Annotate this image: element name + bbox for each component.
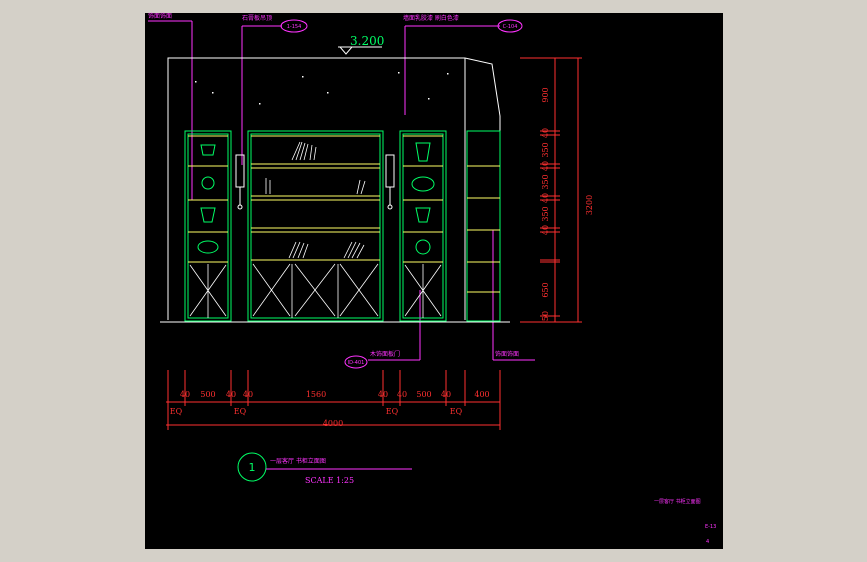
- svg-text:40: 40: [243, 390, 253, 399]
- svg-text:1-154: 1-154: [287, 24, 302, 30]
- svg-text:ID-401: ID-401: [348, 360, 365, 366]
- horizontal-dim-labels: 40 500 40 40 1560 40 40 500 40 400 EQ EQ…: [170, 390, 490, 428]
- cabinet-right: [399, 130, 447, 322]
- svg-text:500: 500: [200, 390, 215, 399]
- callout-1: 1-154: [280, 19, 308, 33]
- callout-3: ID-401: [344, 355, 368, 369]
- sheet-note: 一层客厅 书柜立面图 E-13 4: [654, 498, 716, 545]
- cabinet-side: [466, 130, 501, 322]
- svg-text:40: 40: [397, 390, 407, 399]
- svg-text:E-13: E-13: [705, 524, 716, 530]
- title-block: 1 一层客厅 书柜立面图 SCALE 1:25: [237, 452, 412, 485]
- title-scale: SCALE 1:25: [305, 476, 354, 485]
- drawing-sheet[interactable]: [145, 13, 723, 549]
- svg-text:900: 900: [541, 87, 550, 102]
- ceiling-dots: [195, 72, 449, 105]
- horizontal-dimension: [166, 370, 501, 430]
- vertical-dim-labels: 900 40 350 40 350 40 350 40 650 50 3200: [541, 87, 594, 321]
- svg-text:350: 350: [541, 206, 550, 221]
- svg-text:40: 40: [441, 390, 451, 399]
- svg-text:40: 40: [180, 390, 190, 399]
- wall-outline: [160, 57, 510, 323]
- svg-text:40: 40: [226, 390, 236, 399]
- svg-text:500: 500: [416, 390, 431, 399]
- level-marker: 3.200: [338, 34, 384, 55]
- svg-text:40: 40: [541, 225, 550, 235]
- tag-wall: 墙面乳胶漆 刷白色漆: [403, 14, 459, 22]
- svg-text:EQ: EQ: [170, 407, 183, 416]
- cabinet-center: [247, 130, 384, 322]
- svg-text:EQ: EQ: [450, 407, 463, 416]
- svg-text:4: 4: [706, 539, 709, 545]
- tag-ceiling: 石膏板吊顶: [242, 14, 272, 22]
- svg-text:一层客厅 书柜立面图: 一层客厅 书柜立面图: [654, 498, 701, 505]
- vertical-dimension: [520, 57, 582, 323]
- svg-text:650: 650: [541, 282, 550, 297]
- cabinet-left: [184, 130, 232, 322]
- svg-text:1560: 1560: [306, 390, 326, 399]
- svg-text:40: 40: [541, 128, 550, 138]
- svg-text:EQ: EQ: [234, 407, 247, 416]
- tag-door: 木饰面板门: [370, 350, 400, 358]
- svg-text:40: 40: [541, 161, 550, 171]
- svg-text:350: 350: [541, 174, 550, 189]
- svg-text:350: 350: [541, 142, 550, 157]
- svg-text:3.200: 3.200: [350, 34, 384, 48]
- tag-right: 饰面饰面: [495, 350, 519, 358]
- title-text: 一层客厅 书柜立面图: [270, 457, 326, 465]
- svg-text:EQ: EQ: [386, 407, 399, 416]
- callout-2: C-104: [497, 19, 523, 33]
- svg-text:40: 40: [541, 193, 550, 203]
- wall-lamp-right: [385, 154, 395, 210]
- svg-text:3200: 3200: [585, 195, 594, 215]
- svg-text:C-104: C-104: [503, 24, 518, 30]
- title-number: 1: [249, 461, 256, 474]
- tag-left-top: 饰面饰面: [148, 12, 172, 20]
- svg-text:400: 400: [474, 390, 489, 399]
- svg-text:50: 50: [541, 311, 550, 321]
- svg-text:4000: 4000: [323, 419, 343, 428]
- leader-lines: [148, 20, 535, 361]
- svg-text:40: 40: [378, 390, 388, 399]
- wall-lamp-left: [235, 154, 245, 210]
